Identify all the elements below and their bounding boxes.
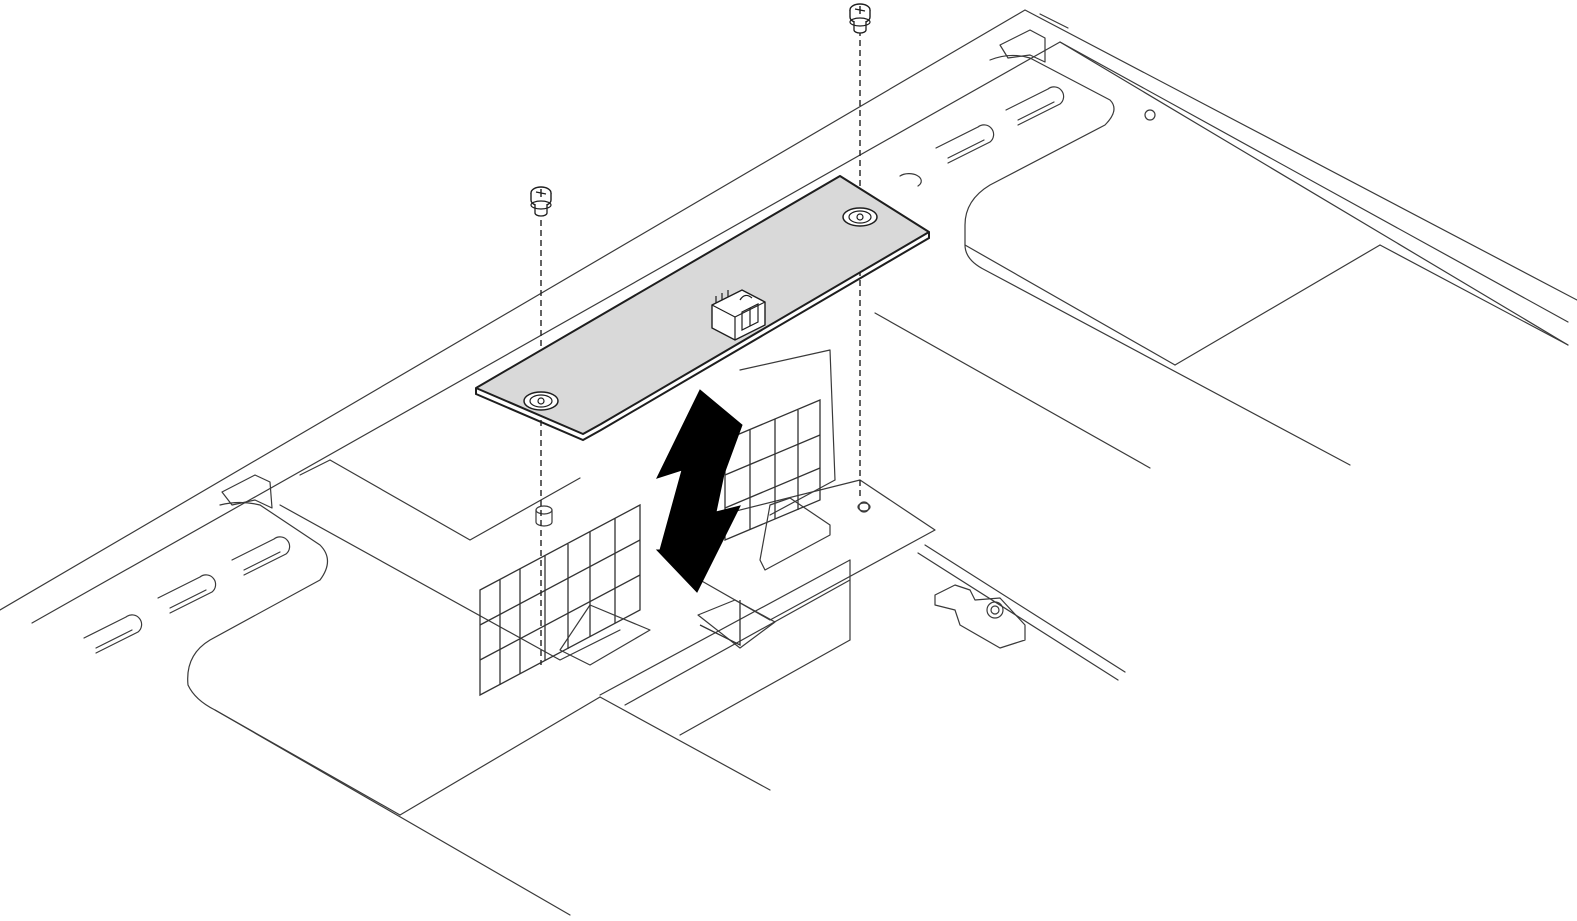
- board-screw-hole-left: [523, 391, 559, 411]
- standoff-right: [857, 502, 871, 512]
- standoff-left: [535, 505, 553, 527]
- chassis-frame: [0, 9, 1577, 681]
- circuit-board: [475, 175, 930, 442]
- board-bracket: [279, 349, 936, 736]
- board-connector: [711, 289, 766, 341]
- screw-left: [530, 186, 552, 217]
- screw-right: [849, 3, 871, 34]
- board-top-surface: [475, 175, 930, 435]
- double-headed-arrow-icon: [655, 389, 743, 593]
- vent-grid-right: [724, 399, 821, 541]
- vent-grid-left: [479, 503, 641, 697]
- board-screw-hole-right: [842, 207, 878, 227]
- vent-opening-center: [559, 497, 831, 666]
- board-edge: [475, 232, 930, 442]
- keyhole-slot-left-3: [83, 614, 143, 654]
- keyhole-slot-left-2: [157, 574, 217, 614]
- latch-bracket: [934, 584, 1026, 649]
- keyhole-slot-right-2: [935, 124, 995, 164]
- keyhole-slot-left-1: [231, 536, 291, 576]
- left-bay: [83, 474, 771, 916]
- right-bay: [874, 29, 1569, 649]
- keyhole-slot-right-1: [1005, 86, 1065, 126]
